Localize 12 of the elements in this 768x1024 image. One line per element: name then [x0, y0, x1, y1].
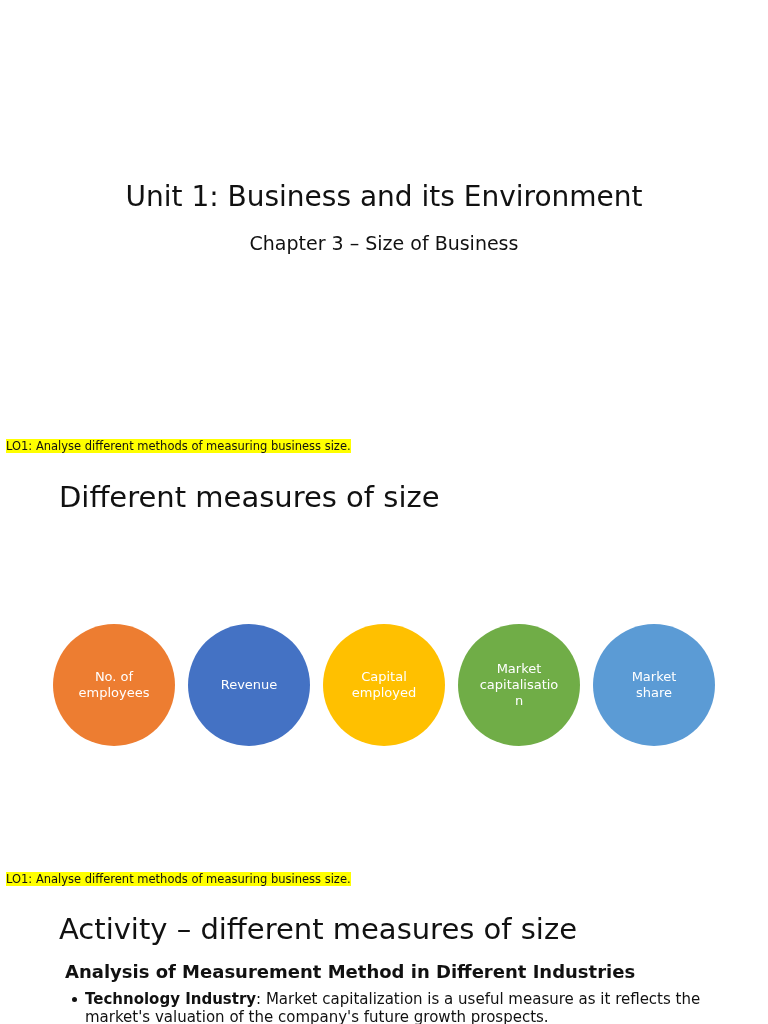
subtitle: Chapter 3 – Size of Business [248, 232, 520, 254]
slide-heading: Activity – different measures of size [59, 912, 577, 946]
measure-label: Revenue [219, 677, 279, 693]
learning-objective: LO1: Analyse different methods of measuring business size. [6, 872, 351, 886]
measure-label: Market share [630, 669, 678, 701]
measure-label: Market capitalisation [478, 661, 560, 709]
slide-heading: Different measures of size [59, 480, 440, 514]
measure-label: Capital employed [350, 669, 418, 701]
learning-objective: LO1: Analyse different methods of measuring business size. [6, 439, 351, 453]
slide-title: Unit 1: Business and its Environment [124, 180, 644, 213]
measure-label: No. of employees [77, 669, 151, 701]
section-heading: Analysis of Measurement Method in Different Industries [65, 961, 636, 982]
